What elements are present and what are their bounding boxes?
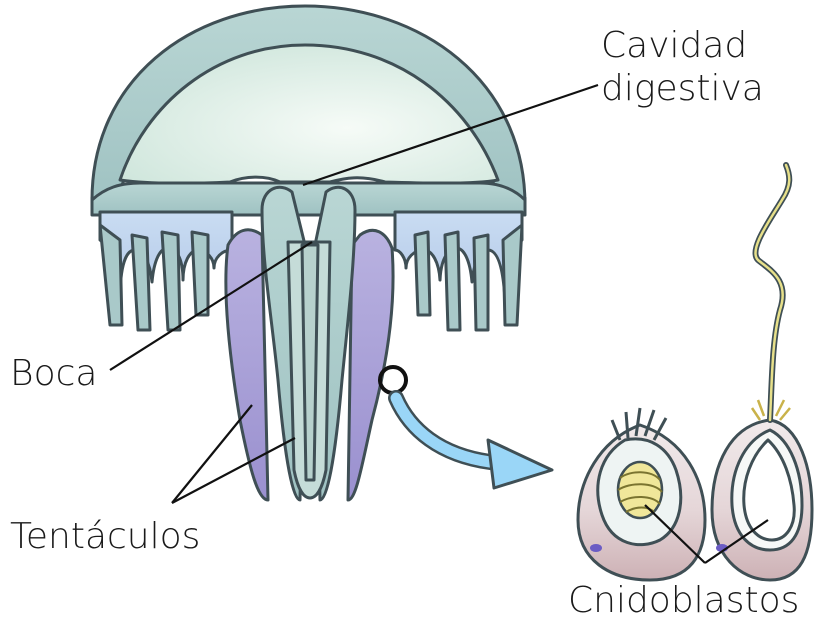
arrowhead-icon [488, 440, 552, 488]
leader-tentacle-1 [172, 405, 252, 503]
zoom-indicator [380, 367, 552, 488]
marginal-tentacles-right [395, 212, 522, 330]
label-tentacles: Tentáculos [10, 516, 200, 557]
label-cavity-line2: digestiva [601, 68, 764, 109]
leader-tentacle-2 [172, 438, 295, 503]
zoom-circle [380, 367, 406, 393]
label-cavity-line1: Cavidad [601, 25, 747, 66]
marginal-tentacles-left [100, 212, 232, 330]
label-mouth: Boca [10, 353, 97, 394]
label-cnidoblasts: Cnidoblastos [568, 580, 799, 619]
cnidoblast-coiled [578, 408, 705, 580]
nucleus-icon [590, 544, 602, 552]
cnidoblast-discharged [712, 165, 812, 580]
oral-arms [226, 187, 393, 500]
